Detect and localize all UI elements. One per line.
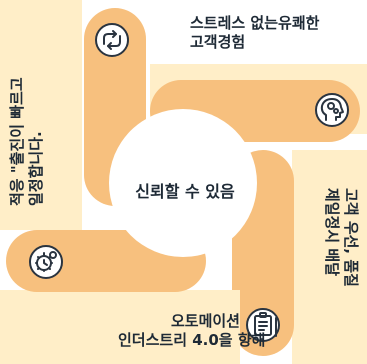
gear-clock-icon xyxy=(29,245,63,279)
panel-bottom-right xyxy=(292,150,367,364)
item-bottom-left-line-1: 오토메이션 xyxy=(170,312,240,330)
item-top-right-line-1: 스트레스 없는유쾌한 xyxy=(190,14,320,32)
clipboard-icon xyxy=(246,308,280,342)
item-top-left-line-1: 적응 "출진이 빠르고 xyxy=(8,77,26,206)
item-bottom-left-line-2: 인더스트리 4.0을 향해 xyxy=(118,331,266,349)
item-top-left-line-2: 일정합니다. xyxy=(27,131,45,206)
item-bottom-left-label: 오토메이션 인더스트리 4.0을 향해 xyxy=(118,312,265,350)
center-circle xyxy=(109,109,257,257)
item-bottom-right-line-1: 고객 우선, 품질 xyxy=(342,188,360,287)
item-bottom-right-line-2: 제일정시 배달 xyxy=(323,188,341,277)
refresh-arrows-icon xyxy=(95,23,129,57)
item-top-right-label: 스트레스 없는유쾌한 고객경험 xyxy=(190,14,319,52)
panel-bottom-left xyxy=(0,290,240,364)
head-gears-icon xyxy=(315,93,349,127)
item-top-right-line-2: 고객경험 xyxy=(190,33,246,51)
center-label: 신뢰할 수 있음 xyxy=(135,182,235,201)
item-bottom-right-label: 고객 우선, 품질 제일정시 배달 xyxy=(290,188,360,348)
panel-top-left xyxy=(0,0,82,230)
item-top-left-label: 적응 "출진이 빠르고 일정합니다. xyxy=(8,38,46,206)
